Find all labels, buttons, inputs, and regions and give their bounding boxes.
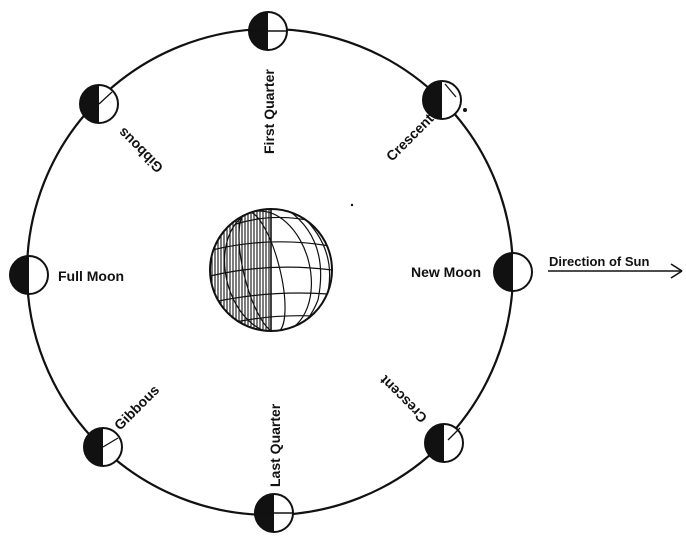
moon-full-icon [10, 256, 48, 294]
speck [351, 204, 353, 206]
moon-first-quarter-icon [249, 12, 287, 50]
label-direction-of-sun: Direction of Sun [549, 254, 649, 269]
label-new-moon: New Moon [411, 264, 481, 280]
moon-gibbous-lower-icon [84, 428, 122, 466]
label-gibbous-lower: Gibbous [111, 382, 163, 434]
label-gibbous-upper: Gibbous [115, 125, 167, 177]
label-crescent-upper: Crescent [383, 110, 437, 164]
moon-crescent-lower-icon [425, 424, 463, 462]
moon-crescent-upper-icon [423, 81, 467, 119]
label-last-quarter: Last Quarter [267, 403, 283, 487]
label-first-quarter: First Quarter [261, 69, 277, 154]
moon-gibbous-upper-icon [80, 85, 118, 123]
moon-new-icon [494, 253, 532, 291]
label-full-moon: Full Moon [58, 268, 124, 284]
moon-last-quarter-icon [255, 494, 293, 532]
earth-icon [210, 200, 332, 342]
label-crescent-lower: Crescent [376, 372, 430, 426]
